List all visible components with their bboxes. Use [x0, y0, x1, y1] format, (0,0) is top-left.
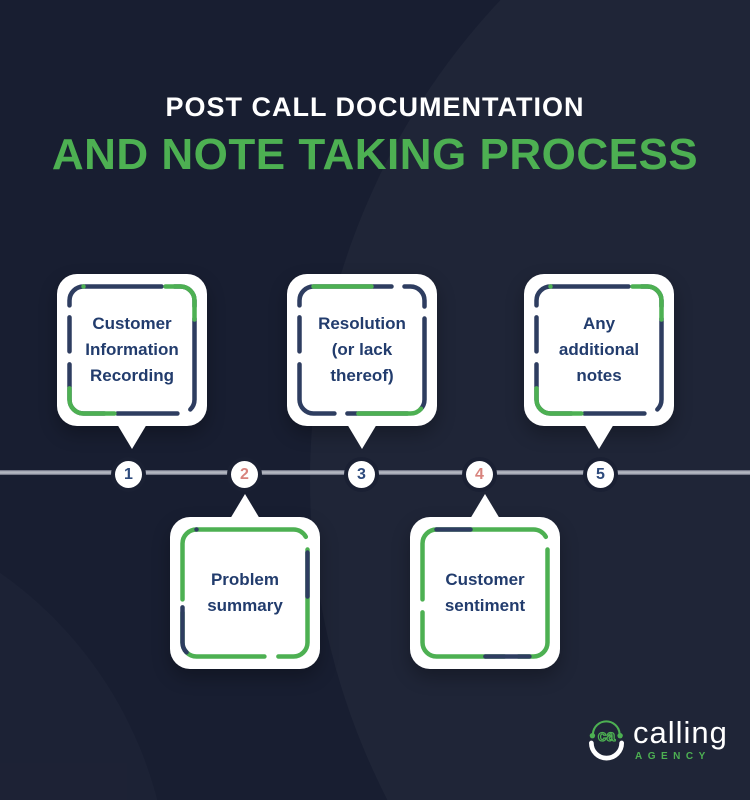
logo-monogram: ca	[598, 728, 616, 745]
step-card-5: Any additional notes	[524, 274, 674, 449]
card-tail-up	[230, 494, 260, 519]
step-label-4: Customer sentiment	[444, 570, 526, 615]
logo-name: calling	[633, 715, 728, 750]
dashed-border	[420, 527, 550, 659]
card-tail-down	[117, 424, 147, 449]
timeline-node-1: 1	[115, 461, 142, 488]
timeline-node-4: 4	[466, 461, 493, 488]
dashed-border	[180, 527, 310, 659]
title-line-2: AND NOTE TAKING PROCESS	[51, 130, 699, 179]
card-tail-down	[347, 424, 377, 449]
step-label-5: Any additional notes	[558, 314, 640, 385]
calling-agency-icon: ca	[589, 720, 625, 761]
title-line-1: POST CALL DOCUMENTATION	[165, 92, 585, 122]
step-card-4: Customer sentiment	[410, 494, 560, 669]
timeline-node-2: 2	[231, 461, 258, 488]
step-card-1: Customer Information Recording	[57, 274, 207, 449]
card-tail-up	[470, 494, 500, 519]
dashed-border	[297, 284, 427, 416]
dashed-border	[534, 284, 664, 416]
timeline	[0, 470, 750, 475]
step-card-2: Problem summary	[170, 494, 320, 669]
background-curve-shape	[0, 500, 170, 800]
step-label-1: Customer Information Recording	[85, 314, 179, 385]
logo-text: calling AGENCY	[633, 715, 728, 763]
timeline-node-5: 5	[587, 461, 614, 488]
logo-subtitle: AGENCY	[635, 751, 711, 762]
step-label-2: Problem summary	[207, 570, 283, 615]
brand-logo: ca calling AGENCY	[584, 716, 728, 766]
step-card-3: Resolution (or lack thereof)	[287, 274, 437, 449]
card-tail-down	[584, 424, 614, 449]
timeline-node-3: 3	[348, 461, 375, 488]
dashed-border	[67, 284, 197, 416]
step-label-3: Resolution (or lack thereof)	[318, 314, 406, 385]
